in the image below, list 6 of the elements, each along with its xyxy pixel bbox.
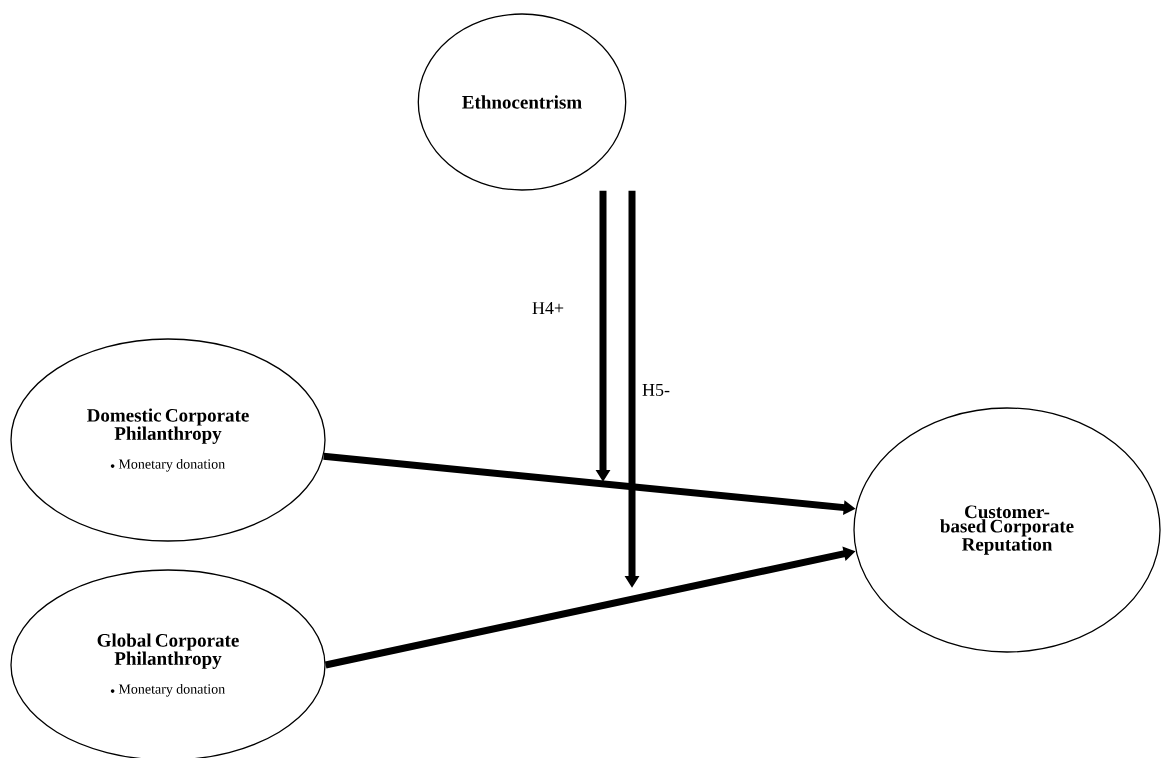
edge-label: H4+ <box>532 302 564 314</box>
ellipse-node: Ethnocentrism <box>417 13 627 191</box>
ellipse-node: Global Corporate Philanthropy Monetary donation <box>10 569 326 758</box>
edge-label: H5- <box>642 384 670 396</box>
ellipse-node: Domestic Corporate Philanthropy Monetary donation <box>10 338 326 542</box>
ellipse-node: Customer-based Corporate Reputation <box>853 407 1161 653</box>
